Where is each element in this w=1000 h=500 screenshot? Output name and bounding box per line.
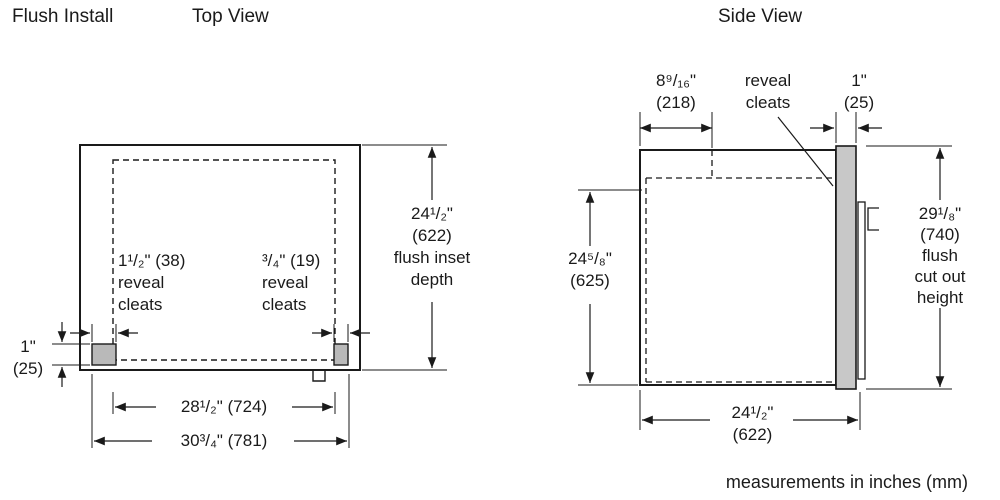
top-cabinet-outline	[79, 144, 361, 371]
left-height-label: 24⁵/₈" (625)	[568, 249, 612, 290]
handle-bracket	[867, 207, 879, 231]
top-view-heading: Top View	[192, 6, 269, 27]
right-cleat-label: ³/₄" (19) reveal cleats	[262, 251, 321, 314]
units-note: measurements in inches (mm)	[725, 472, 968, 492]
cleat-height-label: 1" (25)	[12, 337, 44, 378]
reveal-cleats-label: reveal cleats	[744, 71, 792, 112]
left-cleat-label: 1¹/₂" (38) reveal cleats	[118, 251, 186, 314]
front-frame-strip	[857, 201, 866, 380]
door-thickness-dimension	[810, 112, 882, 143]
inner-width-dimension	[112, 392, 336, 414]
inset-depth-label: 24¹/₂" (622) flush inset depth	[393, 204, 471, 289]
side-cabinet-outline	[639, 149, 837, 386]
bottom-depth-label: 24¹/₂" (622)	[731, 403, 774, 444]
outer-width-label: 30³/₄" (781)	[180, 431, 268, 450]
side-view-heading: Side View	[718, 6, 803, 27]
anti-tip-clip	[312, 370, 326, 382]
top-depth-label: 8⁹/₁₆" (218)	[655, 71, 697, 112]
top-left-cleat	[91, 343, 117, 366]
side-cutout-dashed	[645, 150, 836, 383]
top-cutout-dashed	[112, 159, 336, 361]
inner-width-label: 28¹/₂" (724)	[180, 397, 268, 416]
top-depth-dimension	[639, 112, 713, 148]
outer-width-dimension	[91, 374, 350, 448]
top-view-drawing	[52, 144, 447, 448]
door-panel	[835, 145, 857, 390]
diagram-title: Flush Install	[12, 6, 114, 27]
inset-depth-dimension	[362, 144, 447, 371]
bottom-depth-dimension	[639, 390, 861, 430]
cutout-height-dimension	[866, 145, 952, 390]
side-view-drawing	[578, 112, 952, 430]
left-height-dimension	[578, 189, 642, 386]
reveal-cleats-leader	[777, 116, 834, 187]
cleat-width-extension-lines	[91, 324, 349, 342]
cleat-height-dimension	[52, 322, 90, 387]
top-right-cleat	[333, 343, 349, 366]
door-thickness-label: 1" (25)	[843, 71, 875, 112]
cutout-height-label: 29¹/₈" (740) flush cut out height	[914, 204, 966, 307]
